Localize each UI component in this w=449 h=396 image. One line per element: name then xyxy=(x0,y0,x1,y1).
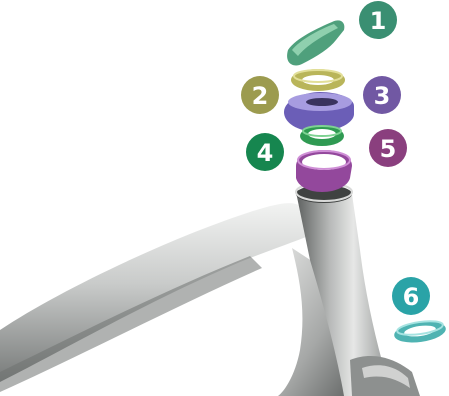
part-5-cup xyxy=(296,150,352,192)
badge-5: 5 xyxy=(369,129,407,167)
badge-1-number: 1 xyxy=(370,7,387,35)
part-4-hole xyxy=(308,129,336,139)
badge-1: 1 xyxy=(359,1,397,39)
part-2-compression-ring xyxy=(291,69,345,91)
part-3-hole xyxy=(306,98,338,106)
badge-3: 3 xyxy=(363,76,401,114)
badge-2-number: 2 xyxy=(252,82,269,110)
part-1-top-cap xyxy=(287,20,344,65)
badge-4-number: 4 xyxy=(257,139,274,167)
badge-2: 2 xyxy=(241,76,279,114)
part-2-hole xyxy=(302,75,334,85)
part-6-crown-race xyxy=(393,318,447,345)
badge-4: 4 xyxy=(246,133,284,171)
badge-6: 6 xyxy=(392,277,430,315)
badge-6-number: 6 xyxy=(403,283,420,311)
badge-5-number: 5 xyxy=(380,135,397,163)
part-4-bearing xyxy=(300,126,344,146)
badge-3-number: 3 xyxy=(374,82,391,110)
bike-frame xyxy=(0,183,420,396)
